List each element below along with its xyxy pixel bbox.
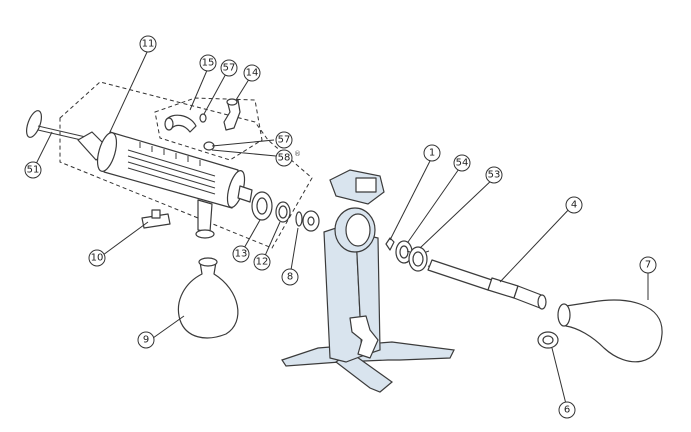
svg-text:10: 10 [91, 253, 104, 264]
seal-ring-part [295, 210, 320, 232]
svg-text:6: 6 [564, 405, 570, 416]
drive-shaft-part [427, 259, 547, 310]
callout-58: 58 [275, 149, 293, 167]
svg-text:54: 54 [456, 158, 469, 169]
svg-text:15: 15 [202, 58, 215, 69]
svg-text:13: 13 [235, 249, 248, 260]
svg-text:57: 57 [278, 135, 291, 146]
callout-51: 51 [24, 161, 42, 179]
svg-text:11: 11 [142, 39, 155, 50]
callout-4: 4 [565, 196, 583, 214]
callout-53: 53 [485, 166, 503, 184]
evaporating-flask-part [557, 299, 663, 363]
curved-connector-part [164, 114, 197, 133]
svg-text:7: 7 [645, 260, 651, 271]
svg-text:14: 14 [246, 68, 259, 79]
stopcock-part [141, 209, 171, 229]
callout-7: 7 [639, 256, 657, 274]
elbow-fitting-part [223, 98, 241, 131]
callout-57-top: 57 [220, 59, 238, 77]
svg-text:53: 53 [488, 170, 501, 181]
callout-1: 1 [423, 144, 441, 162]
svg-text:12: 12 [256, 257, 269, 268]
callout-6: 6 [558, 401, 576, 419]
syringe-barrel-part [77, 131, 253, 239]
stand-frame-part [281, 169, 455, 393]
leader-lines [35, 49, 649, 405]
callout-15: 15 [199, 54, 217, 72]
callout-13: 13 [232, 245, 250, 263]
callout-9: 9 [137, 331, 155, 349]
svg-text:4: 4 [571, 200, 577, 211]
callout-11: 11 [139, 35, 157, 53]
callout-8: 8 [281, 268, 299, 286]
flask-clip-part [537, 331, 559, 349]
small-clip-part [199, 113, 215, 151]
callout-57-side: 57 [275, 131, 293, 149]
nut-ring-part [251, 191, 273, 221]
svg-text:57: 57 [223, 63, 236, 74]
svg-text:8: 8 [287, 272, 293, 283]
svg-text:51: 51 [27, 165, 40, 176]
syringe-group-outline [59, 81, 313, 249]
callout-12: 12 [253, 253, 271, 271]
round-flask-part [177, 257, 239, 339]
svg-text:58: 58 [278, 153, 291, 164]
washer-ring-part [275, 201, 291, 223]
small-pin-part [385, 237, 395, 251]
plunger-knob-part [26, 110, 91, 143]
callout-14: 14 [243, 64, 261, 82]
callout-54: 54 [453, 154, 471, 172]
toothed-ring-part [404, 246, 432, 272]
svg-text:1: 1 [429, 148, 435, 159]
svg-text:9: 9 [143, 335, 149, 346]
callout-10: 10 [88, 249, 106, 267]
registered-mark: ® [294, 150, 301, 158]
